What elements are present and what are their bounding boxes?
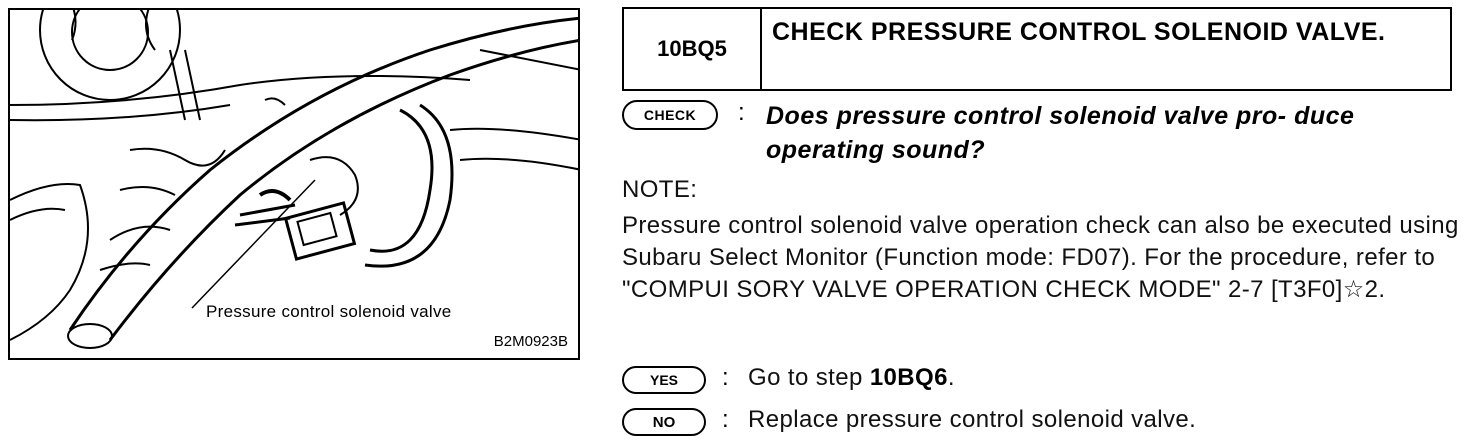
yes-colon: : [722, 364, 729, 391]
engine-bay-drawing [10, 10, 578, 349]
no-colon: : [722, 406, 729, 433]
figure-caption: Pressure control solenoid valve [206, 302, 452, 321]
yes-answer: Go to step 10BQ6. [748, 364, 955, 392]
yes-badge: YES [622, 366, 706, 394]
no-badge: NO [622, 408, 706, 436]
step-title: CHECK PRESSURE CONTROL SOLENOID VALVE. [772, 18, 1386, 46]
figure-code: B2M0923B [493, 333, 568, 350]
yes-target-step[interactable]: 10BQ6 [869, 364, 948, 391]
check-badge: CHECK [622, 100, 718, 130]
note-text: Pressure control solenoid valve operatio… [622, 212, 1459, 303]
note-label: NOTE: [622, 176, 698, 203]
step-id: 10BQ5 [624, 9, 762, 89]
check-colon: : [738, 99, 745, 126]
check-question: Does pressure control solenoid valve pro… [766, 102, 1355, 164]
yes-text: Go to step [748, 364, 870, 391]
no-answer: Replace pressure control solenoid valve. [748, 406, 1197, 433]
component-illustration: Pressure control solenoid valve B2M0923B [8, 8, 580, 360]
step-header: 10BQ5 CHECK PRESSURE CONTROL SOLENOID VA… [622, 7, 1452, 91]
yes-end: . [947, 364, 955, 391]
